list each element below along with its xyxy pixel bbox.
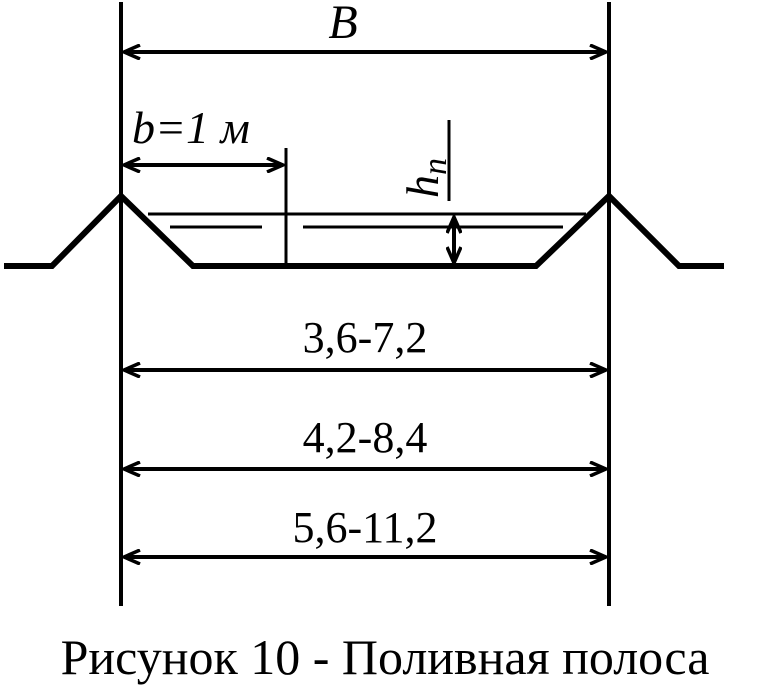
dimension-label-3: 5,6-11,2 [292,503,437,552]
label-B: B [328,0,357,49]
channel-profile [4,191,724,269]
label-h: hп [397,158,454,198]
label-b-width: b=1 м [132,102,250,153]
figure-caption: Рисунок 10 - Поливная полоса [61,629,710,685]
dimension-label-2: 4,2-8,4 [303,413,428,462]
dimension-label-1: 3,6-7,2 [303,313,428,362]
